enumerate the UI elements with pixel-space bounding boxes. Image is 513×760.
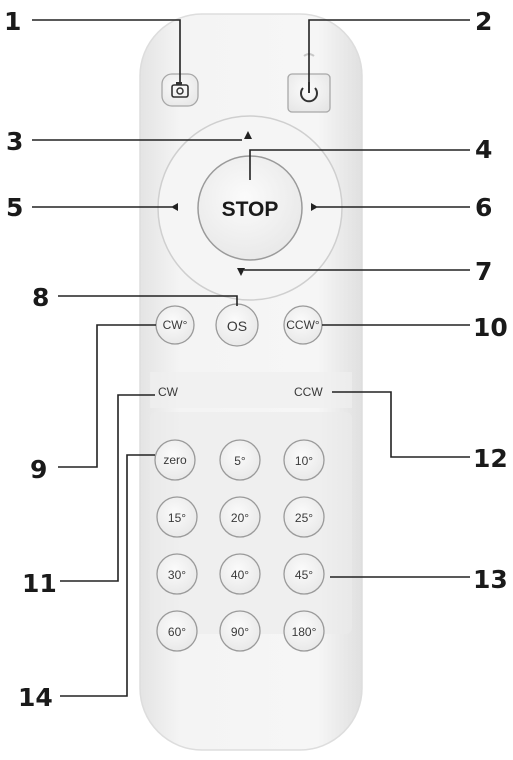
- stop-button-label: STOP: [222, 198, 279, 221]
- angle-button[interactable]: 5°: [219, 439, 261, 481]
- callout-number: 10: [473, 313, 508, 342]
- ccw-degree-label: CCW°: [286, 318, 320, 332]
- angle-button-label: 20°: [231, 511, 249, 525]
- angle-button[interactable]: 20°: [219, 496, 261, 538]
- callout-number: 4: [475, 135, 492, 164]
- angle-button[interactable]: 40°: [219, 553, 261, 595]
- angle-button[interactable]: 30°: [156, 553, 198, 595]
- callout-line: [60, 394, 155, 582]
- callout-line: [308, 19, 470, 82]
- angle-button[interactable]: 15°: [156, 496, 198, 538]
- angle-button-label: 5°: [234, 454, 246, 468]
- stop-button[interactable]: STOP: [197, 155, 303, 261]
- power-icon: [300, 82, 318, 103]
- callout-line: [60, 454, 155, 697]
- angle-button[interactable]: 60°: [156, 610, 198, 652]
- angle-button-label: 30°: [168, 568, 186, 582]
- callout-line: [58, 295, 238, 306]
- angle-button-label: 40°: [231, 568, 249, 582]
- cw-label: CW: [158, 385, 179, 399]
- os-button[interactable]: OS: [215, 303, 259, 347]
- angle-button-label: 25°: [295, 511, 313, 525]
- direction-label-strip: [150, 372, 352, 408]
- angle-button-label: 60°: [168, 625, 186, 639]
- callout-number: 1: [4, 7, 21, 36]
- callout-line: [249, 149, 470, 180]
- callout-number: 2: [475, 7, 492, 36]
- callout-line: [332, 391, 470, 458]
- callout-number: 5: [6, 193, 23, 222]
- callout-number: 9: [30, 455, 47, 484]
- arrow-right-icon[interactable]: [311, 203, 318, 211]
- angle-button-label: 180°: [292, 625, 317, 639]
- arrow-left-icon[interactable]: [171, 203, 178, 211]
- os-button-label: OS: [227, 318, 247, 334]
- callout-number: 14: [18, 683, 53, 712]
- zero-button-label: zero: [163, 453, 187, 467]
- angle-button[interactable]: 180°: [283, 610, 325, 652]
- ccw-label: CCW: [294, 385, 323, 399]
- callout-line: [58, 324, 156, 468]
- ccw-degree-button[interactable]: CCW°: [283, 305, 323, 345]
- angle-button-label: 90°: [231, 625, 249, 639]
- callout-number: 13: [473, 565, 508, 594]
- callout-number: 7: [475, 257, 492, 286]
- cw-degree-button[interactable]: CW°: [155, 305, 195, 345]
- angle-button[interactable]: 10°: [283, 439, 325, 481]
- angle-button[interactable]: 90°: [219, 610, 261, 652]
- zero-button[interactable]: zero: [154, 439, 196, 481]
- angle-button[interactable]: 25°: [283, 496, 325, 538]
- camera-icon: [171, 82, 189, 98]
- arrow-up-icon[interactable]: [244, 131, 252, 139]
- callout-line: [32, 19, 181, 82]
- callout-lines: [32, 19, 470, 697]
- angle-button[interactable]: 45°: [283, 553, 325, 595]
- callout-number: 6: [475, 193, 492, 222]
- cw-degree-label: CW°: [163, 318, 188, 332]
- angle-button-label: 10°: [295, 454, 313, 468]
- angle-button-label: 15°: [168, 511, 186, 525]
- callout-number: 3: [6, 127, 23, 156]
- callout-number: 8: [32, 283, 49, 312]
- callout-number: 11: [22, 569, 57, 598]
- arrow-down-icon[interactable]: [237, 268, 245, 276]
- callout-number: 12: [473, 444, 508, 473]
- angle-button-label: 45°: [295, 568, 313, 582]
